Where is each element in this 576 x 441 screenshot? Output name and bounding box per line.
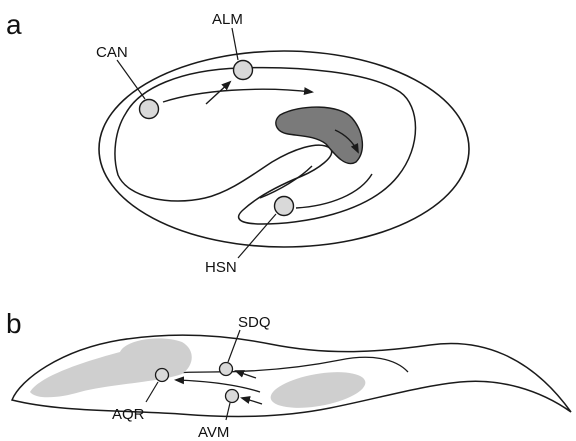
hsn-cell [275, 197, 294, 216]
panel-b: b SDQ AQR AVM [6, 308, 571, 441]
avm-migration-arrow [242, 398, 262, 404]
can-label: CAN [96, 44, 128, 61]
avm-leader-line [226, 403, 230, 420]
aqr-migration-arrow [176, 380, 260, 392]
can-cell [140, 100, 159, 119]
sdq-leader-line [228, 330, 240, 362]
panel-b-letter: b [6, 308, 22, 339]
pharynx-region [30, 338, 192, 397]
sdq-label: SDQ [238, 314, 271, 331]
aqr-label: AQR [112, 406, 145, 423]
alm-label: ALM [212, 11, 243, 28]
posterior-region [268, 366, 368, 414]
embryo-outline [115, 68, 416, 224]
dark-target-region [276, 107, 363, 164]
panel-a: a CAN ALM HSN [6, 9, 469, 276]
avm-cell [226, 390, 239, 403]
avm-label: AVM [198, 424, 229, 441]
alm-cell [234, 61, 253, 80]
panel-a-letter: a [6, 9, 22, 40]
aqr-cell [156, 369, 169, 382]
embryo-tail-fold [296, 174, 372, 208]
sdq-cell [220, 363, 233, 376]
eggshell-outline [99, 51, 469, 247]
hsn-leader-line [238, 214, 276, 258]
aqr-leader-line [146, 382, 158, 402]
hsn-label: HSN [205, 259, 237, 276]
sdq-migration-arrow [236, 371, 256, 378]
can-migration-arrow [163, 89, 312, 102]
